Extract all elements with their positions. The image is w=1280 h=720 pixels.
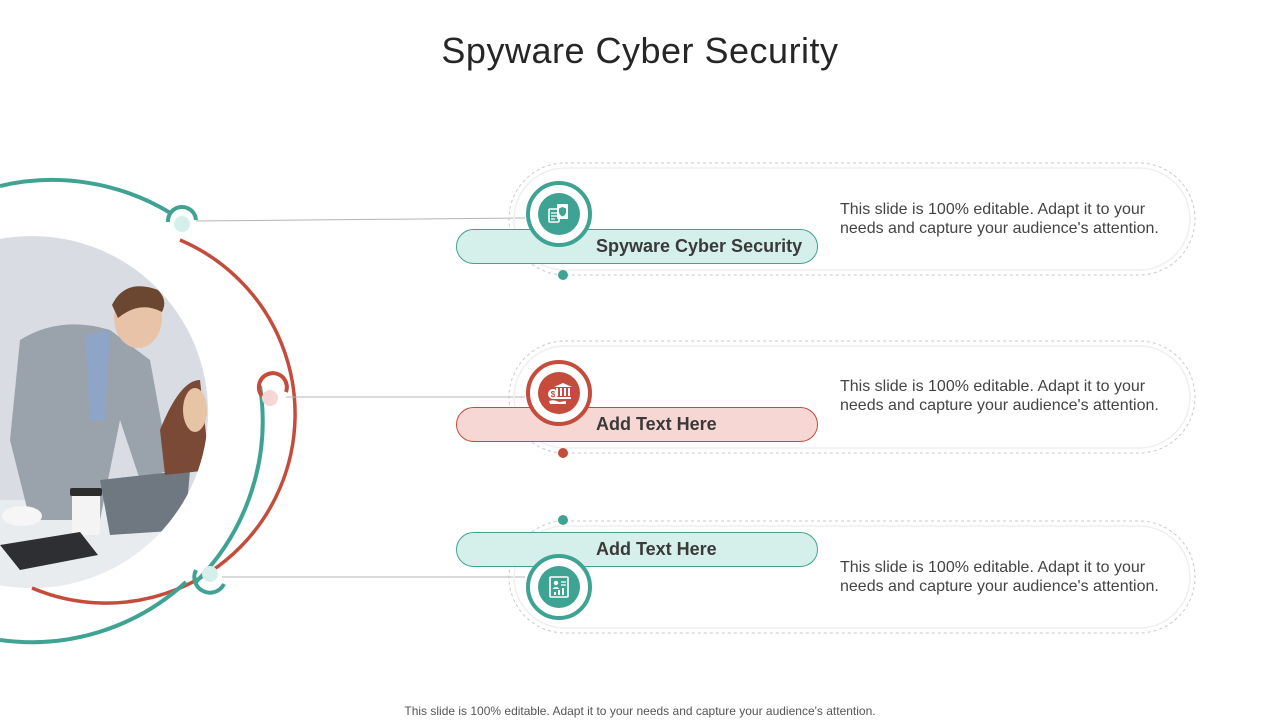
item-3-description: This slide is 100% editable. Adapt it to… — [840, 559, 1159, 595]
svg-text:$: $ — [551, 390, 556, 399]
item-1-label: Spyware Cyber Security — [596, 236, 803, 256]
item-3-icon-badge — [526, 554, 592, 620]
item-1-icon-badge — [526, 181, 592, 247]
footer-note: This slide is 100% editable. Adapt it to… — [404, 704, 876, 718]
item-2-label: Add Text Here — [596, 414, 717, 434]
item-3-label: Add Text Here — [596, 539, 717, 559]
bank-dollar-icon: $ — [548, 383, 572, 404]
item-3-label-pill: Add Text Here — [456, 532, 818, 567]
meeting-photo — [0, 236, 208, 588]
presentation-chart-icon — [549, 576, 569, 598]
slide-title: Spyware Cyber Security — [441, 30, 839, 71]
item-1-label-pill: Spyware Cyber Security — [456, 229, 818, 264]
item-2-description: This slide is 100% editable. Adapt it to… — [840, 378, 1159, 414]
item-2-icon-badge: $ — [526, 360, 592, 426]
item-1-description: This slide is 100% editable. Adapt it to… — [840, 201, 1159, 237]
document-shield-icon — [548, 204, 568, 223]
item-2-label-pill: Add Text Here — [456, 407, 818, 442]
